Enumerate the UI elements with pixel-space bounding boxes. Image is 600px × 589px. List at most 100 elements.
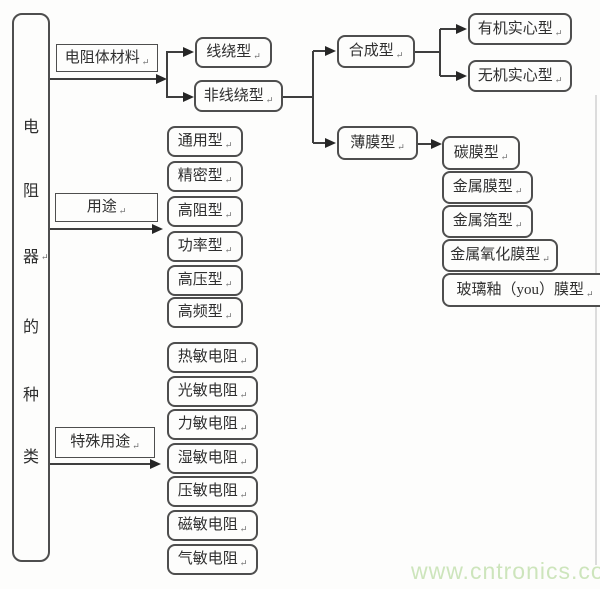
node-label: 金属箔型: [452, 213, 513, 229]
node-power: 功率型↵: [167, 231, 243, 262]
return-mark-icon: ↵: [239, 558, 248, 568]
node-label: 力敏电阻: [177, 416, 238, 432]
return-mark-icon: ↵: [141, 56, 150, 67]
node-organic-solid: 有机实心型↵: [468, 13, 572, 45]
return-mark-icon: ↵: [253, 51, 261, 61]
return-mark-icon: ↵: [239, 423, 248, 433]
return-mark-icon: ↵: [224, 140, 233, 150]
node-label: 薄膜型: [350, 134, 396, 151]
node-label: 压敏电阻: [177, 483, 238, 499]
arrowhead-right-icon: [183, 47, 194, 57]
node-label: 功率型: [177, 238, 223, 254]
node-precision: 精密型↵: [167, 161, 243, 192]
connector-line: [167, 96, 183, 98]
root-char: 阻: [22, 183, 39, 200]
arrowhead-right-icon: [431, 139, 442, 149]
node-voltage-sensitive: 压敏电阻↵: [167, 476, 258, 507]
connector-line: [415, 51, 440, 53]
node-special-usage: 特殊用途↵: [55, 427, 155, 458]
return-mark-icon: ↵: [224, 279, 233, 289]
return-mark-icon: ↵: [41, 252, 49, 262]
node-label: 无机实心型: [477, 67, 553, 84]
node-inorganic-solid: 无机实心型↵: [468, 60, 572, 92]
return-mark-icon: ↵: [239, 390, 248, 400]
node-label: 光敏电阻: [177, 383, 238, 399]
node-label: 有机实心型: [477, 20, 553, 37]
node-label: 玻璃釉（you）膜型: [456, 281, 584, 298]
node-label: 碳膜型: [453, 144, 499, 161]
node-general: 通用型↵: [167, 126, 243, 157]
node-label: 金属氧化膜型: [450, 247, 541, 263]
return-mark-icon: ↵: [132, 441, 140, 451]
root-char: 的: [22, 319, 39, 336]
return-mark-icon: ↵: [585, 288, 594, 299]
node-metal-film: 金属膜型↵: [442, 171, 533, 204]
node-label: 高阻型: [177, 203, 223, 219]
node-high-voltage: 高压型↵: [167, 265, 243, 296]
node-label: 用途: [86, 199, 117, 215]
connector-line: [440, 28, 456, 30]
node-usage: 用途↵: [55, 193, 158, 222]
arrowhead-right-icon: [456, 71, 467, 81]
node-label: 精密型: [177, 168, 223, 184]
root-char: 电: [22, 119, 39, 136]
return-mark-icon: ↵: [265, 94, 274, 105]
root-char: 器: [22, 249, 39, 266]
return-mark-icon: ↵: [224, 210, 233, 220]
node-thermistor: 热敏电阻↵: [167, 342, 258, 373]
return-mark-icon: ↵: [239, 457, 248, 467]
node-root: [12, 13, 50, 562]
node-force-sensitive: 力敏电阻↵: [167, 409, 258, 440]
node-magnetic-sensitive: 磁敏电阻↵: [167, 510, 258, 541]
connector-line: [313, 50, 325, 52]
node-metal-foil: 金属箔型↵: [442, 205, 533, 238]
node-label: 非线绕型: [203, 87, 264, 104]
node-thin-film: 薄膜型↵: [337, 126, 418, 160]
return-mark-icon: ↵: [514, 186, 523, 196]
connector-line: [50, 78, 156, 80]
node-label: 金属膜型: [452, 179, 513, 195]
return-mark-icon: ↵: [395, 50, 404, 60]
return-mark-icon: ↵: [239, 524, 248, 534]
return-mark-icon: ↵: [224, 311, 233, 321]
connector-line: [418, 143, 431, 145]
node-wirewound: 线绕型↵: [195, 37, 272, 68]
arrowhead-right-icon: [325, 138, 336, 148]
return-mark-icon: ↵: [239, 490, 248, 500]
node-label: 高频型: [177, 304, 223, 320]
node-label: 合成型: [348, 43, 394, 59]
node-humidity-sensitive: 湿敏电阻↵: [167, 443, 258, 474]
node-high-frequency: 高频型↵: [167, 297, 243, 328]
return-mark-icon: ↵: [554, 27, 563, 38]
node-non-wirewound: 非线绕型↵: [194, 80, 283, 112]
arrowhead-right-icon: [325, 46, 336, 56]
connector-line: [50, 463, 150, 465]
node-label: 线绕型: [206, 44, 252, 60]
node-material: 电阻体材料↵: [56, 44, 158, 72]
arrowhead-right-icon: [156, 74, 167, 84]
connector-line: [50, 228, 152, 230]
return-mark-icon: ↵: [224, 245, 233, 255]
return-mark-icon: ↵: [500, 151, 509, 162]
connector-line: [439, 29, 441, 76]
return-mark-icon: ↵: [118, 206, 127, 216]
node-carbon-film: 碳膜型↵: [442, 136, 520, 170]
node-label: 电阻体材料: [64, 49, 140, 66]
arrowhead-right-icon: [150, 459, 161, 469]
node-label: 热敏电阻: [177, 349, 238, 365]
connector-line: [166, 51, 168, 98]
node-synthetic: 合成型↵: [337, 35, 415, 68]
connector-line: [440, 75, 456, 77]
return-mark-icon: ↵: [239, 356, 248, 366]
connector-line: [312, 51, 314, 143]
node-label: 气敏电阻: [177, 551, 238, 567]
return-mark-icon: ↵: [514, 220, 523, 230]
connector-line: [167, 51, 183, 53]
return-mark-icon: ↵: [542, 254, 550, 264]
node-label: 湿敏电阻: [177, 450, 238, 466]
return-mark-icon: ↵: [554, 74, 563, 85]
watermark-text: www.cntronics.com: [411, 558, 600, 584]
node-label: 磁敏电阻: [177, 517, 238, 533]
node-label: 通用型: [177, 133, 223, 149]
